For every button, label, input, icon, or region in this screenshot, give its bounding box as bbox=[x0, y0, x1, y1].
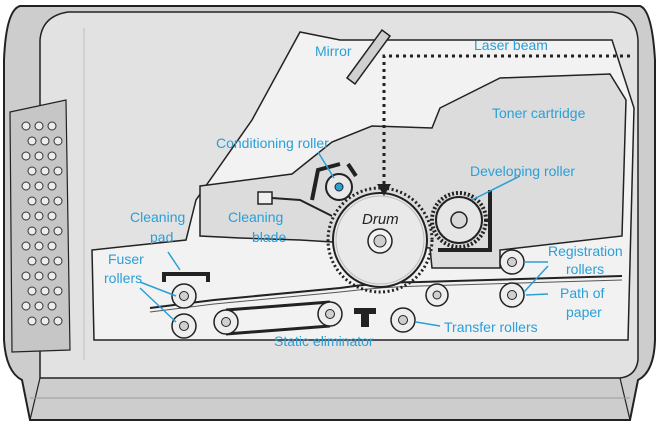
vent-hole bbox=[34, 271, 44, 281]
vent-hole bbox=[53, 196, 63, 206]
vent-holes bbox=[21, 121, 63, 326]
label-cleaning-pad-line1: Cleaning bbox=[130, 209, 185, 225]
vent-hole bbox=[40, 196, 50, 206]
vent-hole bbox=[53, 136, 63, 146]
label-conditioning-roller: Conditioning roller bbox=[216, 135, 329, 151]
vent-hole bbox=[47, 241, 57, 251]
vent-hole bbox=[40, 286, 50, 296]
vent-hole bbox=[47, 301, 57, 311]
vent-hole bbox=[34, 241, 44, 251]
vent-hole bbox=[53, 286, 63, 296]
vent-hole bbox=[21, 121, 31, 131]
vent-hole bbox=[34, 151, 44, 161]
vent-hole bbox=[40, 316, 50, 326]
label-developing-roller: Developing roller bbox=[470, 163, 575, 179]
vent-hole bbox=[27, 196, 37, 206]
vent-hole bbox=[27, 136, 37, 146]
callout-lines bbox=[139, 151, 549, 327]
toner-cartridge bbox=[199, 73, 627, 269]
vent-hole bbox=[34, 211, 44, 221]
vent-hole bbox=[27, 316, 37, 326]
label-path-of-paper-line1: Path of bbox=[560, 285, 604, 301]
belt-rollers bbox=[213, 300, 343, 336]
vent-hole bbox=[21, 211, 31, 221]
vent-hole bbox=[40, 166, 50, 176]
vent-hole bbox=[27, 256, 37, 266]
label-registration-rollers-line1: Registration bbox=[548, 243, 623, 259]
vent-hole bbox=[40, 256, 50, 266]
label-cleaning-blade-line1: Cleaning bbox=[228, 209, 283, 225]
vent-hole bbox=[47, 181, 57, 191]
vent-hole bbox=[53, 226, 63, 236]
vent-hole bbox=[53, 166, 63, 176]
vent-hole bbox=[47, 211, 57, 221]
label-path-of-paper-line2: paper bbox=[566, 304, 602, 320]
vent-hole bbox=[21, 241, 31, 251]
label-toner-cartridge: Toner cartridge bbox=[492, 105, 586, 121]
vent-hole bbox=[34, 301, 44, 311]
vent-hole bbox=[40, 136, 50, 146]
label-transfer-rollers: Transfer rollers bbox=[444, 319, 538, 335]
registration-rollers bbox=[499, 249, 525, 308]
vent-hole bbox=[27, 286, 37, 296]
label-laser-beam: Laser beam bbox=[474, 37, 548, 53]
vent-hole bbox=[53, 316, 63, 326]
vent-hole bbox=[53, 256, 63, 266]
vent-hole bbox=[47, 151, 57, 161]
label-mirror: Mirror bbox=[315, 43, 352, 59]
drum-lower-roller bbox=[425, 283, 449, 307]
cleaning-blade bbox=[257, 191, 333, 217]
vent-hole bbox=[27, 166, 37, 176]
vent-hole bbox=[27, 226, 37, 236]
mirror bbox=[345, 28, 392, 86]
vent-hole bbox=[40, 226, 50, 236]
vent-hole bbox=[34, 121, 44, 131]
vent-hole bbox=[21, 301, 31, 311]
vent-hole bbox=[21, 271, 31, 281]
static-eliminator bbox=[354, 308, 376, 327]
vent-hole bbox=[34, 181, 44, 191]
drum bbox=[326, 186, 434, 294]
label-fuser-rollers-line1: Fuser bbox=[108, 251, 144, 267]
label-cleaning-blade-line2: blade bbox=[252, 229, 286, 245]
vent-hole bbox=[21, 181, 31, 191]
vent-hole bbox=[47, 271, 57, 281]
label-fuser-rollers-line2: rollers bbox=[104, 270, 142, 286]
label-cleaning-pad-line2: pad bbox=[150, 229, 173, 245]
label-registration-rollers-line2: rollers bbox=[566, 261, 604, 277]
vent-hole bbox=[47, 121, 57, 131]
fuser-rollers bbox=[162, 272, 210, 339]
vent-hole bbox=[21, 151, 31, 161]
diagram-labels: Mirror Laser beam Toner cartridge Condit… bbox=[104, 37, 623, 349]
developing-roller bbox=[430, 190, 492, 252]
laser-beam bbox=[377, 54, 630, 196]
label-static-eliminator: Static eliminator bbox=[274, 333, 374, 349]
label-drum: Drum bbox=[362, 211, 399, 228]
conditioning-roller bbox=[310, 162, 358, 201]
transfer-roller bbox=[390, 307, 416, 333]
